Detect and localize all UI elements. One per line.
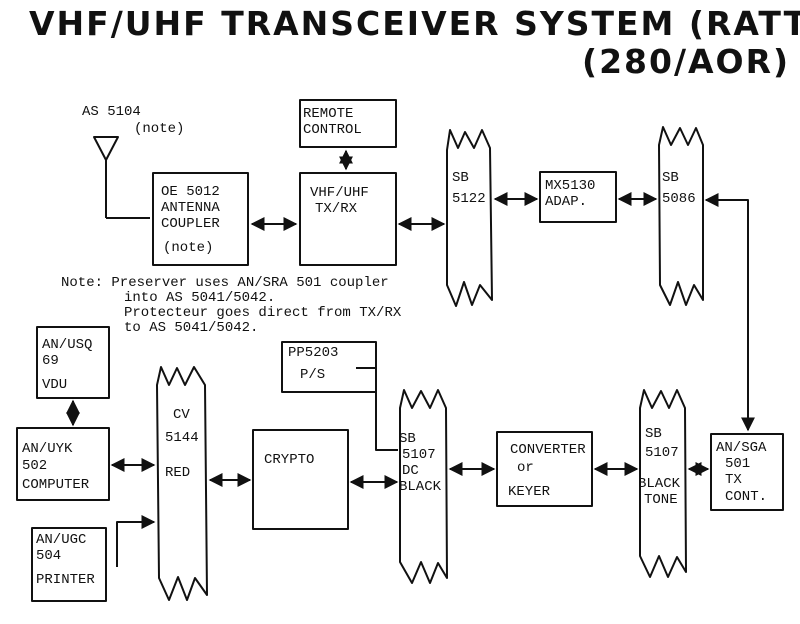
- note-line3: Protecteur goes direct from TX/RX: [124, 305, 402, 321]
- pp5203-line1: PP5203: [288, 345, 339, 361]
- cv5144-line3: RED: [165, 465, 191, 481]
- pp5203-line2: P/S: [300, 367, 326, 383]
- arrow-sb5086-sga: [704, 193, 755, 432]
- oe5012-label: OE 5012: [161, 184, 220, 200]
- box-mx5130: [539, 171, 617, 223]
- bay-sb5122: [446, 129, 493, 307]
- converter-line1: CONVERTER: [510, 442, 586, 458]
- diagram-subtitle: (280/AOR): [582, 42, 791, 81]
- sb5122-line1: SB: [452, 170, 469, 186]
- note-line4: to AS 5041/5042.: [124, 320, 259, 336]
- box-oe5012: [152, 172, 249, 266]
- uyk-line1: AN/UYK: [22, 441, 73, 457]
- ugc-line2: 504: [36, 548, 62, 564]
- box-crypto: [252, 429, 349, 530]
- usq-line3: VDU: [42, 377, 68, 393]
- cv5144-line1: CV: [173, 407, 190, 423]
- note-line2: into AS 5041/5042.: [124, 290, 276, 306]
- box-an-ugc-504: [31, 527, 107, 602]
- sb5107tone-line2: 5107: [645, 445, 679, 461]
- sb5107dc-line3: DC: [402, 463, 419, 479]
- txrx-line2: TX/RX: [315, 201, 358, 217]
- bay-sb5107-tone: [639, 389, 687, 578]
- sga-line3: TX: [725, 472, 742, 488]
- oe5012-note: (note): [163, 240, 214, 256]
- ugc-line1: AN/UGC: [36, 532, 87, 548]
- uyk-line3: COMPUTER: [22, 477, 90, 493]
- sb5107dc-line2: 5107: [402, 447, 436, 463]
- diagram-title: VHF/UHF TRANSCEIVER SYSTEM (RATT): [29, 4, 800, 43]
- usq-line2: 69: [42, 353, 59, 369]
- antenna-label: AS 5104: [82, 104, 141, 120]
- cv5144-line2: 5144: [165, 430, 199, 446]
- uyk-line2: 502: [22, 458, 48, 474]
- note-line1: Note: Preserver uses AN/SRA 501 coupler: [61, 275, 389, 291]
- sga-line2: 501: [725, 456, 751, 472]
- box-an-uyk-502: [16, 427, 110, 501]
- ugc-line3: PRINTER: [36, 572, 95, 588]
- sga-line1: AN/SGA: [716, 440, 767, 456]
- sga-line4: CONT.: [725, 489, 768, 505]
- box-an-usq-69: [36, 326, 110, 399]
- wire-pp5203: [356, 367, 398, 451]
- crypto-label: CRYPTO: [264, 452, 315, 468]
- antenna-symbol: [93, 136, 119, 218]
- sb5107dc-line4: BLACK: [399, 479, 442, 495]
- remote-line1: REMOTE: [303, 106, 354, 122]
- mx5130-line1: MX5130: [545, 178, 596, 194]
- sb5107dc-line1: SB: [399, 431, 416, 447]
- sb5086-line2: 5086: [662, 191, 696, 207]
- oe5012-line3: COUPLER: [161, 216, 220, 232]
- oe5012-line2: ANTENNA: [161, 200, 220, 216]
- sb5122-line2: 5122: [452, 191, 486, 207]
- antenna-note: (note): [134, 121, 185, 137]
- sb5107tone-line3: BLACK: [638, 476, 681, 492]
- bay-sb5107-dc: [399, 389, 448, 584]
- usq-line1: AN/USQ: [42, 337, 93, 353]
- sb5086-line1: SB: [662, 170, 679, 186]
- converter-line2: or: [517, 460, 534, 476]
- bay-sb5086: [658, 126, 704, 306]
- arrow-ugc-cv5144: [116, 515, 156, 567]
- box-txrx: [299, 172, 397, 266]
- mx5130-line2: ADAP.: [545, 194, 588, 210]
- remote-line2: CONTROL: [303, 122, 362, 138]
- box-remote-control: [299, 99, 397, 148]
- box-converter: [496, 431, 593, 507]
- box-an-sga-501: [710, 433, 784, 511]
- bay-cv5144: [156, 366, 208, 601]
- txrx-line1: VHF/UHF: [310, 185, 369, 201]
- sb5107tone-line4: TONE: [644, 492, 678, 508]
- sb5107tone-line1: SB: [645, 426, 662, 442]
- converter-line3: KEYER: [508, 484, 551, 500]
